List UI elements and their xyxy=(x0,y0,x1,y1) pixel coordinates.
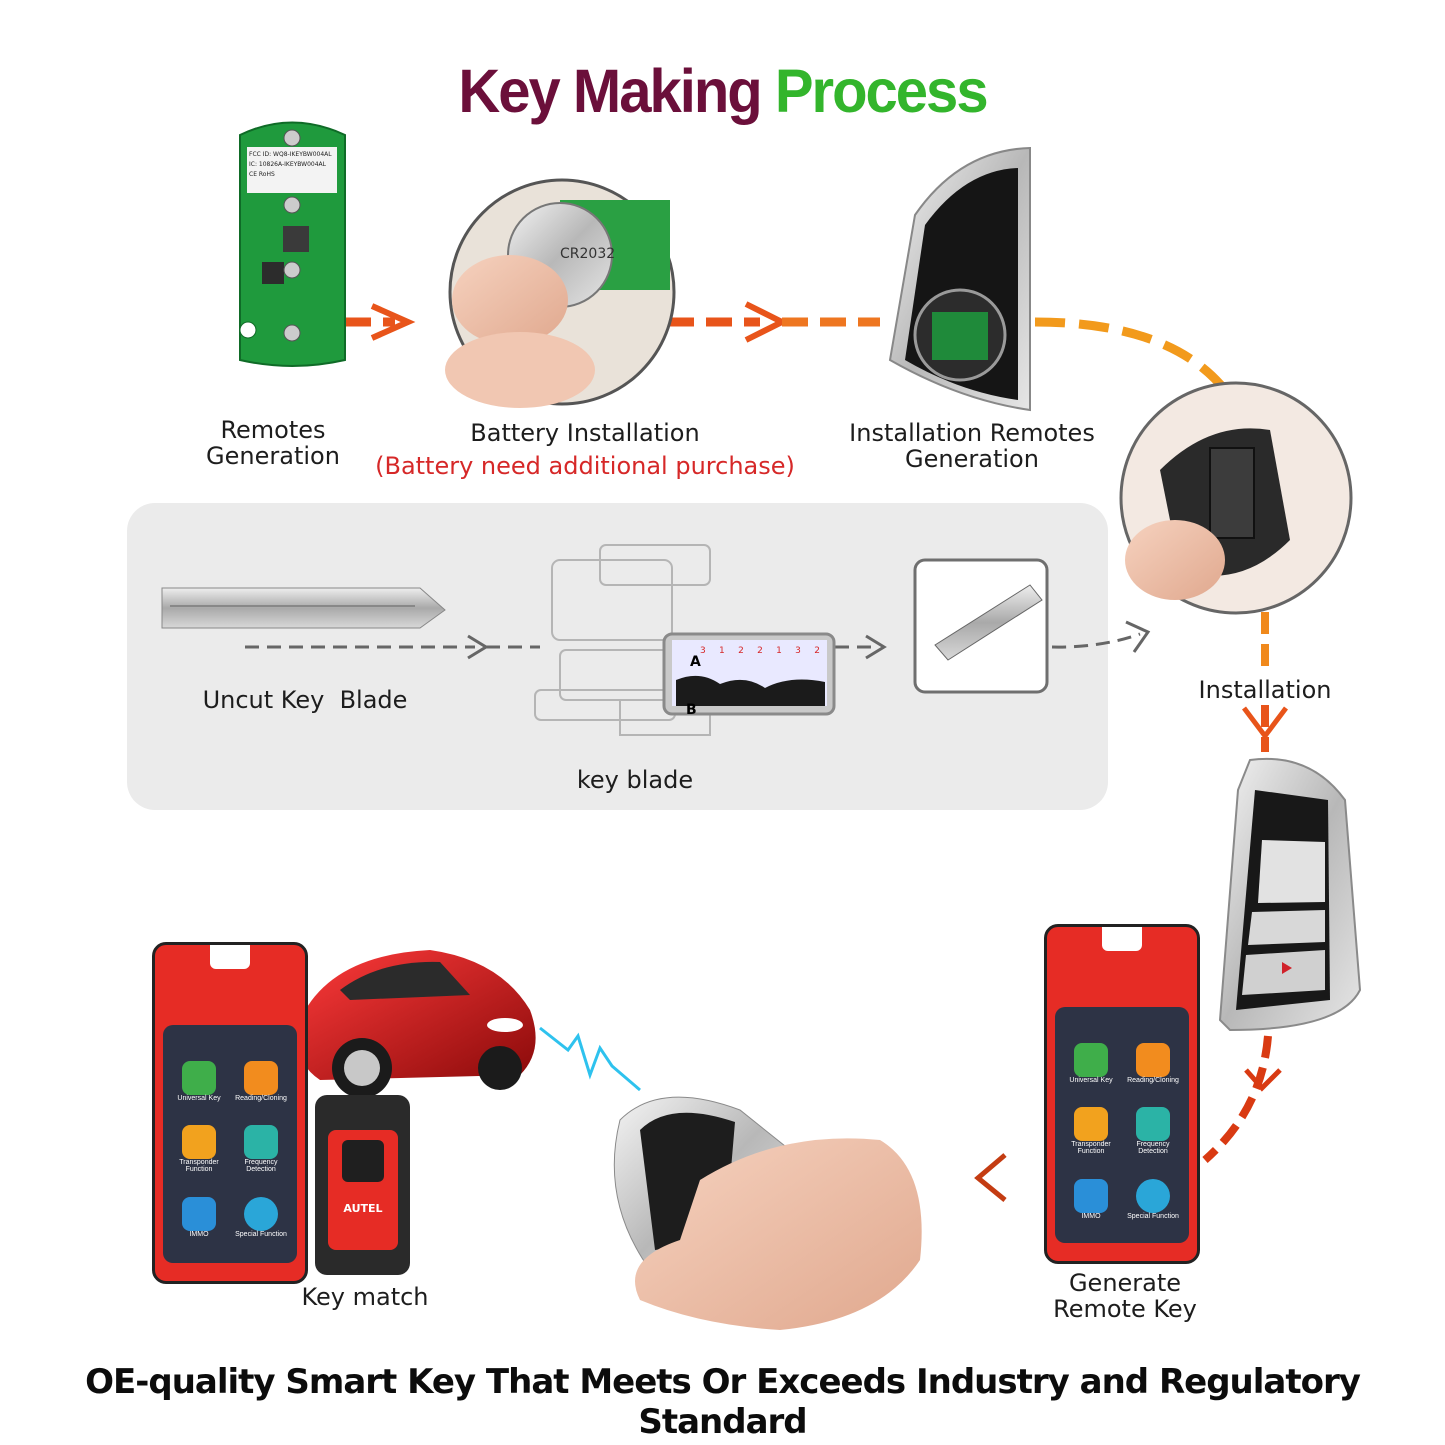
label-key-match: Key match xyxy=(301,1283,429,1311)
app-special-function[interactable]: Special Function xyxy=(1125,1178,1181,1233)
special-function-icon xyxy=(1136,1178,1170,1213)
universal-key-icon xyxy=(1074,1043,1108,1077)
tagline: OE-quality Smart Key That Meets Or Excee… xyxy=(85,1362,1361,1442)
uncut-key-blade-image xyxy=(161,587,446,629)
cut-key-image xyxy=(913,558,1049,694)
remote-pcb-image xyxy=(239,121,346,367)
cut-chart-image: A B xyxy=(662,632,836,718)
app-universal-key[interactable]: Universal Key xyxy=(1063,1043,1119,1097)
universal-key-icon xyxy=(182,1061,216,1095)
key-programmer-tablet-right: Universal Key Reading/Cloning Transponde… xyxy=(1044,924,1200,1264)
app-special-function[interactable]: Special Function xyxy=(233,1196,289,1251)
label-installation-remotes-generation: Installation Remotes Generation xyxy=(849,419,1095,473)
title-part1: Key Making xyxy=(458,57,762,126)
dongle-brand: AUTEL xyxy=(343,1202,382,1215)
label-battery-installation: Battery Installation xyxy=(470,419,700,447)
title-part2: Process xyxy=(774,57,989,126)
immo-icon xyxy=(182,1196,216,1231)
smart-key-image xyxy=(1218,757,1362,1032)
label-battery-note: (Battery need additional purchase) xyxy=(375,452,795,480)
app-reading-cloning[interactable]: Reading/Cloning xyxy=(1125,1043,1181,1097)
label-installation: Installation xyxy=(1198,676,1332,704)
app-reading-cloning[interactable]: Reading/Cloning xyxy=(233,1061,289,1115)
label-key-blade: key blade xyxy=(576,766,694,794)
reading-cloning-icon xyxy=(244,1061,278,1095)
transponder-icon xyxy=(182,1125,216,1160)
special-function-icon xyxy=(244,1196,278,1231)
pcb-label: FCC ID: WQ8-IKEYBW004AL IC: 10826A-IKEYB… xyxy=(249,151,332,178)
signal-wave xyxy=(539,1026,641,1092)
red-car-image xyxy=(297,950,536,1098)
label-remotes-generation: Remotes Generation xyxy=(206,416,340,470)
app-immo[interactable]: IMMO xyxy=(1063,1178,1119,1233)
battery-text: CR2032 xyxy=(560,246,616,262)
cut-chart-label-a: A xyxy=(690,654,701,670)
hand-with-key-image xyxy=(613,1096,922,1330)
app-transponder[interactable]: Transponder Function xyxy=(171,1125,227,1186)
key-programmer-tablet-left: Universal Key Reading/Cloning Transponde… xyxy=(152,942,308,1284)
app-frequency[interactable]: Frequency Detection xyxy=(1125,1107,1181,1168)
battery-installation-image xyxy=(445,178,676,408)
reading-cloning-icon xyxy=(1136,1043,1170,1077)
obd-dongle-image: AUTEL xyxy=(315,1095,410,1275)
frequency-icon xyxy=(1136,1107,1170,1142)
app-transponder[interactable]: Transponder Function xyxy=(1063,1107,1119,1168)
app-immo[interactable]: IMMO xyxy=(171,1196,227,1251)
app-universal-key[interactable]: Universal Key xyxy=(171,1061,227,1115)
flow-arrows-top xyxy=(345,301,1288,1202)
page-title: Key Making Process xyxy=(0,56,1445,126)
label-uncut-key-blade: Uncut Key Blade xyxy=(202,686,408,714)
cut-chart-label-b: B xyxy=(686,702,697,718)
frequency-icon xyxy=(244,1125,278,1160)
immo-icon xyxy=(1074,1178,1108,1213)
app-frequency[interactable]: Frequency Detection xyxy=(233,1125,289,1186)
label-generate-remote-key: Generate Remote Key xyxy=(1053,1269,1197,1323)
transponder-icon xyxy=(1074,1107,1108,1142)
shell-installation-image xyxy=(888,146,1031,412)
installation-image xyxy=(1119,381,1353,615)
flow-arrows-blade xyxy=(245,620,1151,660)
